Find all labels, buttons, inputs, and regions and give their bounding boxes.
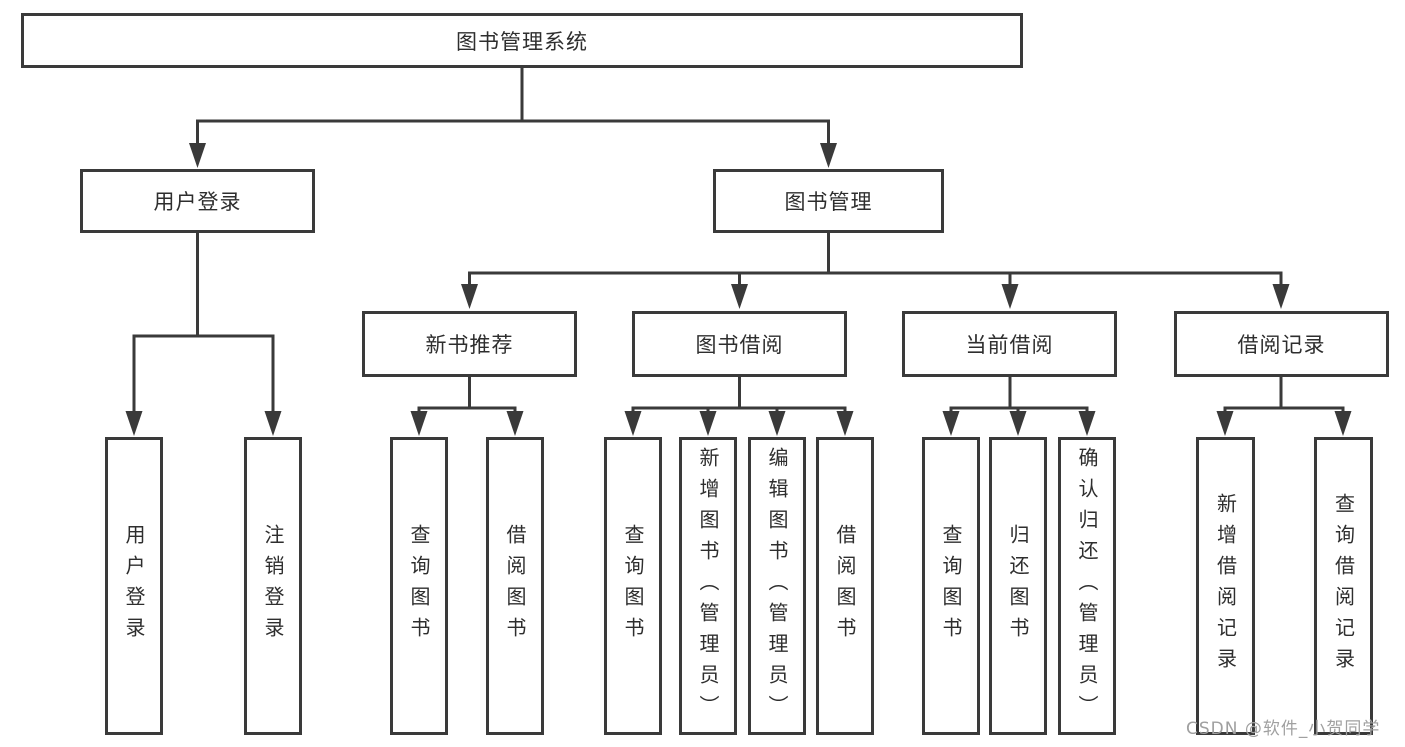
leaf-user-login-label: 用户登录 [122, 524, 146, 648]
leaf-edit-book-admin-label: 编辑图书（管理员） [765, 446, 789, 726]
node-current-borrowing: 当前借阅 [902, 311, 1117, 377]
leaf-borrow-books-recommend-label: 借阅图书 [503, 524, 527, 648]
node-new-book-recommendation-label: 新书推荐 [425, 333, 514, 357]
leaf-user-login: 用户登录 [105, 437, 163, 735]
leaf-query-books-recommend-label: 查询图书 [407, 524, 431, 648]
node-user-login: 用户登录 [80, 169, 315, 233]
leaf-edit-book-admin: 编辑图书（管理员） [748, 437, 806, 735]
leaf-query-books-current: 查询图书 [922, 437, 980, 735]
node-borrowing-records: 借阅记录 [1174, 311, 1389, 377]
leaf-query-borrow-record-label: 查询借阅记录 [1331, 493, 1356, 679]
leaf-query-books-borrow-label: 查询图书 [621, 524, 645, 648]
leaf-query-books-borrow: 查询图书 [604, 437, 662, 735]
leaf-add-book-admin-label: 新增图书（管理员） [696, 446, 720, 726]
leaf-add-borrow-record: 新增借阅记录 [1196, 437, 1255, 735]
leaf-return-books-label: 归还图书 [1006, 524, 1030, 648]
watermark: CSDN @软件_小贺同学 [1186, 719, 1381, 739]
leaf-logout: 注销登录 [244, 437, 302, 735]
leaf-borrow-books-recommend: 借阅图书 [486, 437, 544, 735]
leaf-query-books-current-label: 查询图书 [939, 524, 963, 648]
node-book-management-label: 图书管理 [784, 190, 873, 214]
leaf-add-borrow-record-label: 新增借阅记录 [1213, 493, 1238, 679]
node-book-management: 图书管理 [713, 169, 944, 233]
leaf-borrow-books-borrow-label: 借阅图书 [833, 524, 857, 648]
leaf-confirm-return-admin: 确认归还（管理员） [1058, 437, 1116, 735]
leaf-query-books-recommend: 查询图书 [390, 437, 448, 735]
leaf-add-book-admin: 新增图书（管理员） [679, 437, 737, 735]
leaf-borrow-books-borrow: 借阅图书 [816, 437, 874, 735]
leaf-return-books: 归还图书 [989, 437, 1047, 735]
node-borrowing-records-label: 借阅记录 [1237, 333, 1326, 357]
node-book-borrowing-label: 图书借阅 [695, 333, 784, 357]
node-library-system-label: 图书管理系统 [456, 29, 588, 54]
node-current-borrowing-label: 当前借阅 [965, 333, 1054, 357]
node-user-login-label: 用户登录 [153, 190, 242, 214]
node-book-borrowing: 图书借阅 [632, 311, 847, 377]
node-library-system: 图书管理系统 [21, 13, 1023, 68]
leaf-logout-label: 注销登录 [261, 524, 285, 648]
leaf-confirm-return-admin-label: 确认归还（管理员） [1075, 446, 1099, 726]
node-new-book-recommendation: 新书推荐 [362, 311, 577, 377]
leaf-query-borrow-record: 查询借阅记录 [1314, 437, 1373, 735]
